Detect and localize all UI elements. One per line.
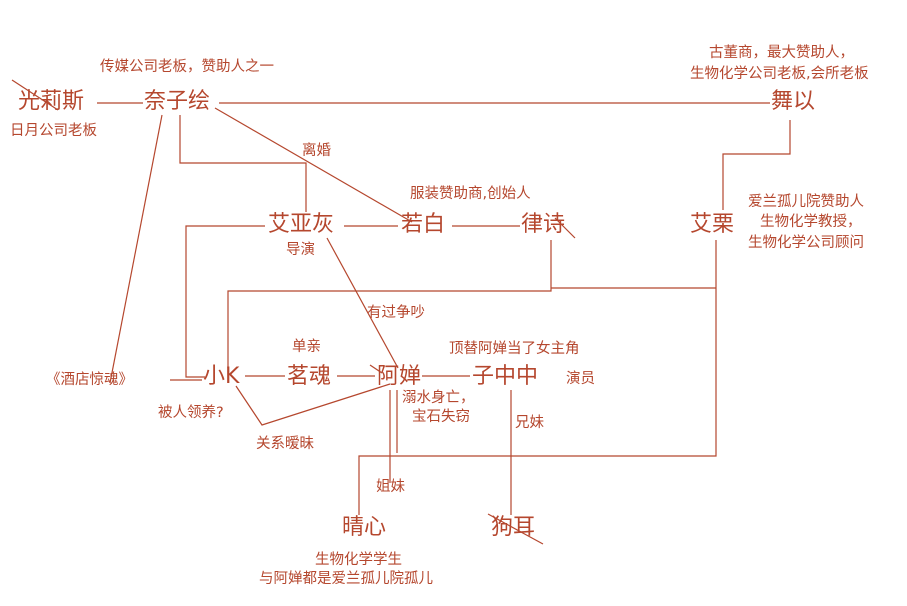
line-gouer-crossmark <box>487 513 544 545</box>
node-aili: 艾栗 <box>690 212 735 237</box>
line-wuyi-aili <box>722 120 791 210</box>
note-quarrel: 有过争吵 <box>367 305 425 321</box>
note-actor: 演员 <box>566 371 595 387</box>
note-qingxin-desc-2: 与阿婵都是爱兰孤儿院孤儿 <box>259 571 433 587</box>
node-lvshi: 律诗 <box>521 212 566 237</box>
node-achan: 阿婵 <box>377 364 422 389</box>
note-wuyi-role-1: 古董商，最大赞助人， <box>709 45 854 61</box>
note-aili-role-3: 生物化学公司顾问 <box>748 235 864 251</box>
line-aiyahui-achan <box>326 237 399 369</box>
note-adopted: 被人领养? <box>158 405 224 421</box>
note-replace-lead: 顶替阿婵当了女主角 <box>449 341 580 357</box>
line-lvshi-crossmark <box>554 217 576 239</box>
note-movie: 《酒店惊魂》 <box>46 372 133 388</box>
node-wuyi: 舞以 <box>771 89 816 114</box>
note-qingxin-desc-1: 生物化学学生 <box>315 552 402 568</box>
line-lvshi-xiaok <box>227 240 552 368</box>
note-drowned-2: 宝石失窃 <box>412 409 470 425</box>
note-aiyahui-role: 导演 <box>286 242 315 258</box>
note-ambiguous: 关系暧昧 <box>256 436 314 452</box>
line-aili-qingxin <box>358 240 717 515</box>
node-zizhongzhong: 子中中 <box>472 364 539 389</box>
node-ruobai: 若白 <box>401 212 446 237</box>
note-divorce: 离婚 <box>302 143 331 159</box>
line-ambiguous <box>235 383 391 426</box>
note-aili-role-2: 生物化学教授， <box>760 214 862 230</box>
node-minghun: 茗魂 <box>287 364 332 389</box>
line-achan-crossmark <box>369 364 383 374</box>
line-naizihui-ruobai <box>214 107 413 223</box>
line-guanglisi-crossmark <box>11 79 59 111</box>
line-naizihui-movie <box>109 114 163 384</box>
note-naizihui-role: 传媒公司老板，赞助人之一 <box>100 59 274 75</box>
node-naizihui: 奈子绘 <box>144 89 211 114</box>
line-aiyahui-xiaok <box>185 225 265 378</box>
node-gouer: 狗耳 <box>491 515 536 540</box>
note-sisters: 姐妹 <box>376 479 405 495</box>
note-ruobai-role: 服装赞助商,创始人 <box>410 186 531 202</box>
note-guanglisi-role: 日月公司老板 <box>10 123 97 139</box>
note-aili-role-1: 爱兰孤儿院赞助人 <box>748 194 864 210</box>
note-drowned-1: 溺水身亡， <box>402 390 475 406</box>
note-single-parent: 单亲 <box>292 339 321 355</box>
line-naizihui-aiyahui <box>179 115 307 212</box>
node-xiaok: 小K <box>203 364 240 389</box>
note-siblings: 兄妹 <box>515 415 544 431</box>
node-qingxin: 晴心 <box>342 515 387 540</box>
node-aiyahui: 艾亚灰 <box>268 212 335 237</box>
node-guanglisi: 光莉斯 <box>18 89 85 114</box>
note-wuyi-role-2: 生物化学公司老板,会所老板 <box>690 66 869 82</box>
